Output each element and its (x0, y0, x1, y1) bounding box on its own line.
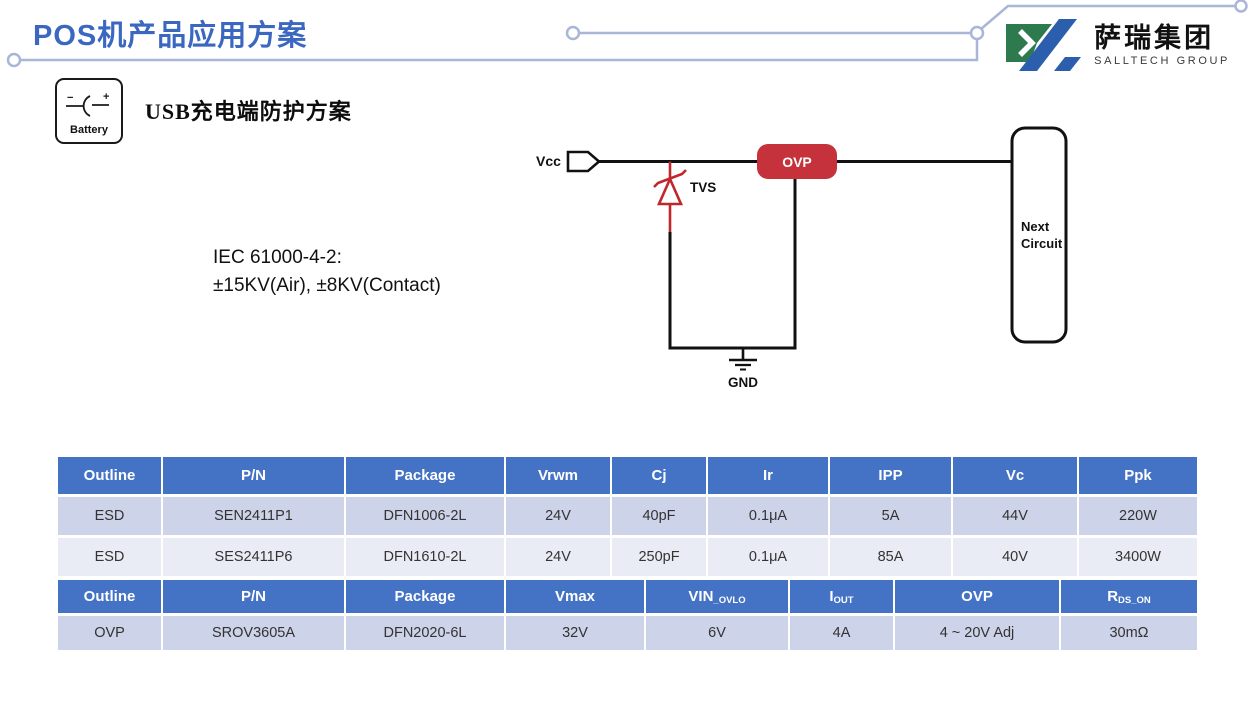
column-header: Outline (58, 580, 161, 613)
logo-mark-icon (1006, 19, 1082, 71)
table-cell: DFN1610-2L (346, 538, 504, 576)
tvs-label: TVS (690, 180, 716, 195)
table-cell: 30mΩ (1061, 616, 1197, 650)
table-cell: ESD (58, 538, 161, 576)
table-cell: DFN1006-2L (346, 497, 504, 535)
battery-icon: − + Battery (55, 78, 123, 144)
table-cell: 40pF (612, 497, 706, 535)
table-cell: ESD (58, 497, 161, 535)
column-header-subscript: OUT (833, 595, 854, 606)
table-cell: 24V (506, 538, 610, 576)
table-cell: SES2411P6 (163, 538, 344, 576)
table-cell: 0.1μA (708, 497, 828, 535)
table-cell: SEN2411P1 (163, 497, 344, 535)
logo-name-en: SALLTECH GROUP (1094, 55, 1230, 67)
column-header: Cj (612, 457, 706, 494)
column-header-subscript: _OVLO (713, 595, 746, 606)
circuit-diagram: Vcc TVS GND OVP Next Circuit (536, 126, 1068, 390)
table-cell: 32V (506, 616, 644, 650)
circuit-trace-decoration (6, 0, 1248, 68)
logo-text: 萨瑞集团 SALLTECH GROUP (1094, 23, 1230, 67)
column-header: Outline (58, 457, 161, 494)
svg-text:−: − (67, 92, 73, 104)
column-header: OVP (895, 580, 1059, 613)
next-circuit-block (1010, 126, 1068, 344)
battery-label: Battery (70, 124, 108, 136)
next-circuit-label-1: Next (1021, 219, 1050, 234)
column-header: Package (346, 580, 504, 613)
column-header: P/N (163, 457, 344, 494)
tvs-diode-icon (657, 175, 683, 206)
table-cell: 4 ~ 20V Adj (895, 616, 1059, 650)
column-header: Ir (708, 457, 828, 494)
table-cell: OVP (58, 616, 161, 650)
table-cell: 44V (953, 497, 1077, 535)
column-header: Vrwm (506, 457, 610, 494)
column-header: P/N (163, 580, 344, 613)
ovp-block (757, 144, 837, 179)
battery-symbol-icon: − + (66, 91, 109, 117)
table-cell: 5A (830, 497, 951, 535)
column-header: Ppk (1079, 457, 1197, 494)
ovp-label: OVP (782, 154, 812, 170)
iec-standard-note: IEC 61000-4-2: ±15KV(Air), ±8KV(Contact) (213, 244, 441, 300)
table-cell: 3400W (1079, 538, 1197, 576)
table-cell: 6V (646, 616, 788, 650)
column-header: Vmax (506, 580, 644, 613)
table-cell: 40V (953, 538, 1077, 576)
table-cell: 250pF (612, 538, 706, 576)
column-header-subscript: DS_ON (1118, 595, 1151, 606)
company-logo: 萨瑞集团 SALLTECH GROUP (1006, 18, 1230, 72)
iec-line2: ±15KV(Air), ±8KV(Contact) (213, 275, 441, 296)
vcc-label: Vcc (536, 153, 561, 169)
table-cell: DFN2020-6L (346, 616, 504, 650)
iec-line1: IEC 61000-4-2: (213, 247, 342, 268)
table-cell: 85A (830, 538, 951, 576)
vcc-connector-icon (566, 150, 601, 173)
next-circuit-label-2: Circuit (1021, 236, 1063, 251)
column-header: Vc (953, 457, 1077, 494)
logo-name-cn: 萨瑞集团 (1094, 23, 1215, 53)
gnd-label: GND (728, 375, 758, 390)
section-title: USB充电端防护方案 (145, 99, 352, 124)
table-cell: 0.1μA (708, 538, 828, 576)
svg-text:+: + (103, 91, 109, 103)
column-header: VIN_OVLO (646, 580, 788, 613)
column-header: Package (346, 457, 504, 494)
column-header: IPP (830, 457, 951, 494)
table-cell: SROV3605A (163, 616, 344, 650)
page-title: POS机产品应用方案 (33, 20, 308, 52)
table-cell: 4A (790, 616, 893, 650)
table-cell: 24V (506, 497, 610, 535)
table-cell: 220W (1079, 497, 1197, 535)
